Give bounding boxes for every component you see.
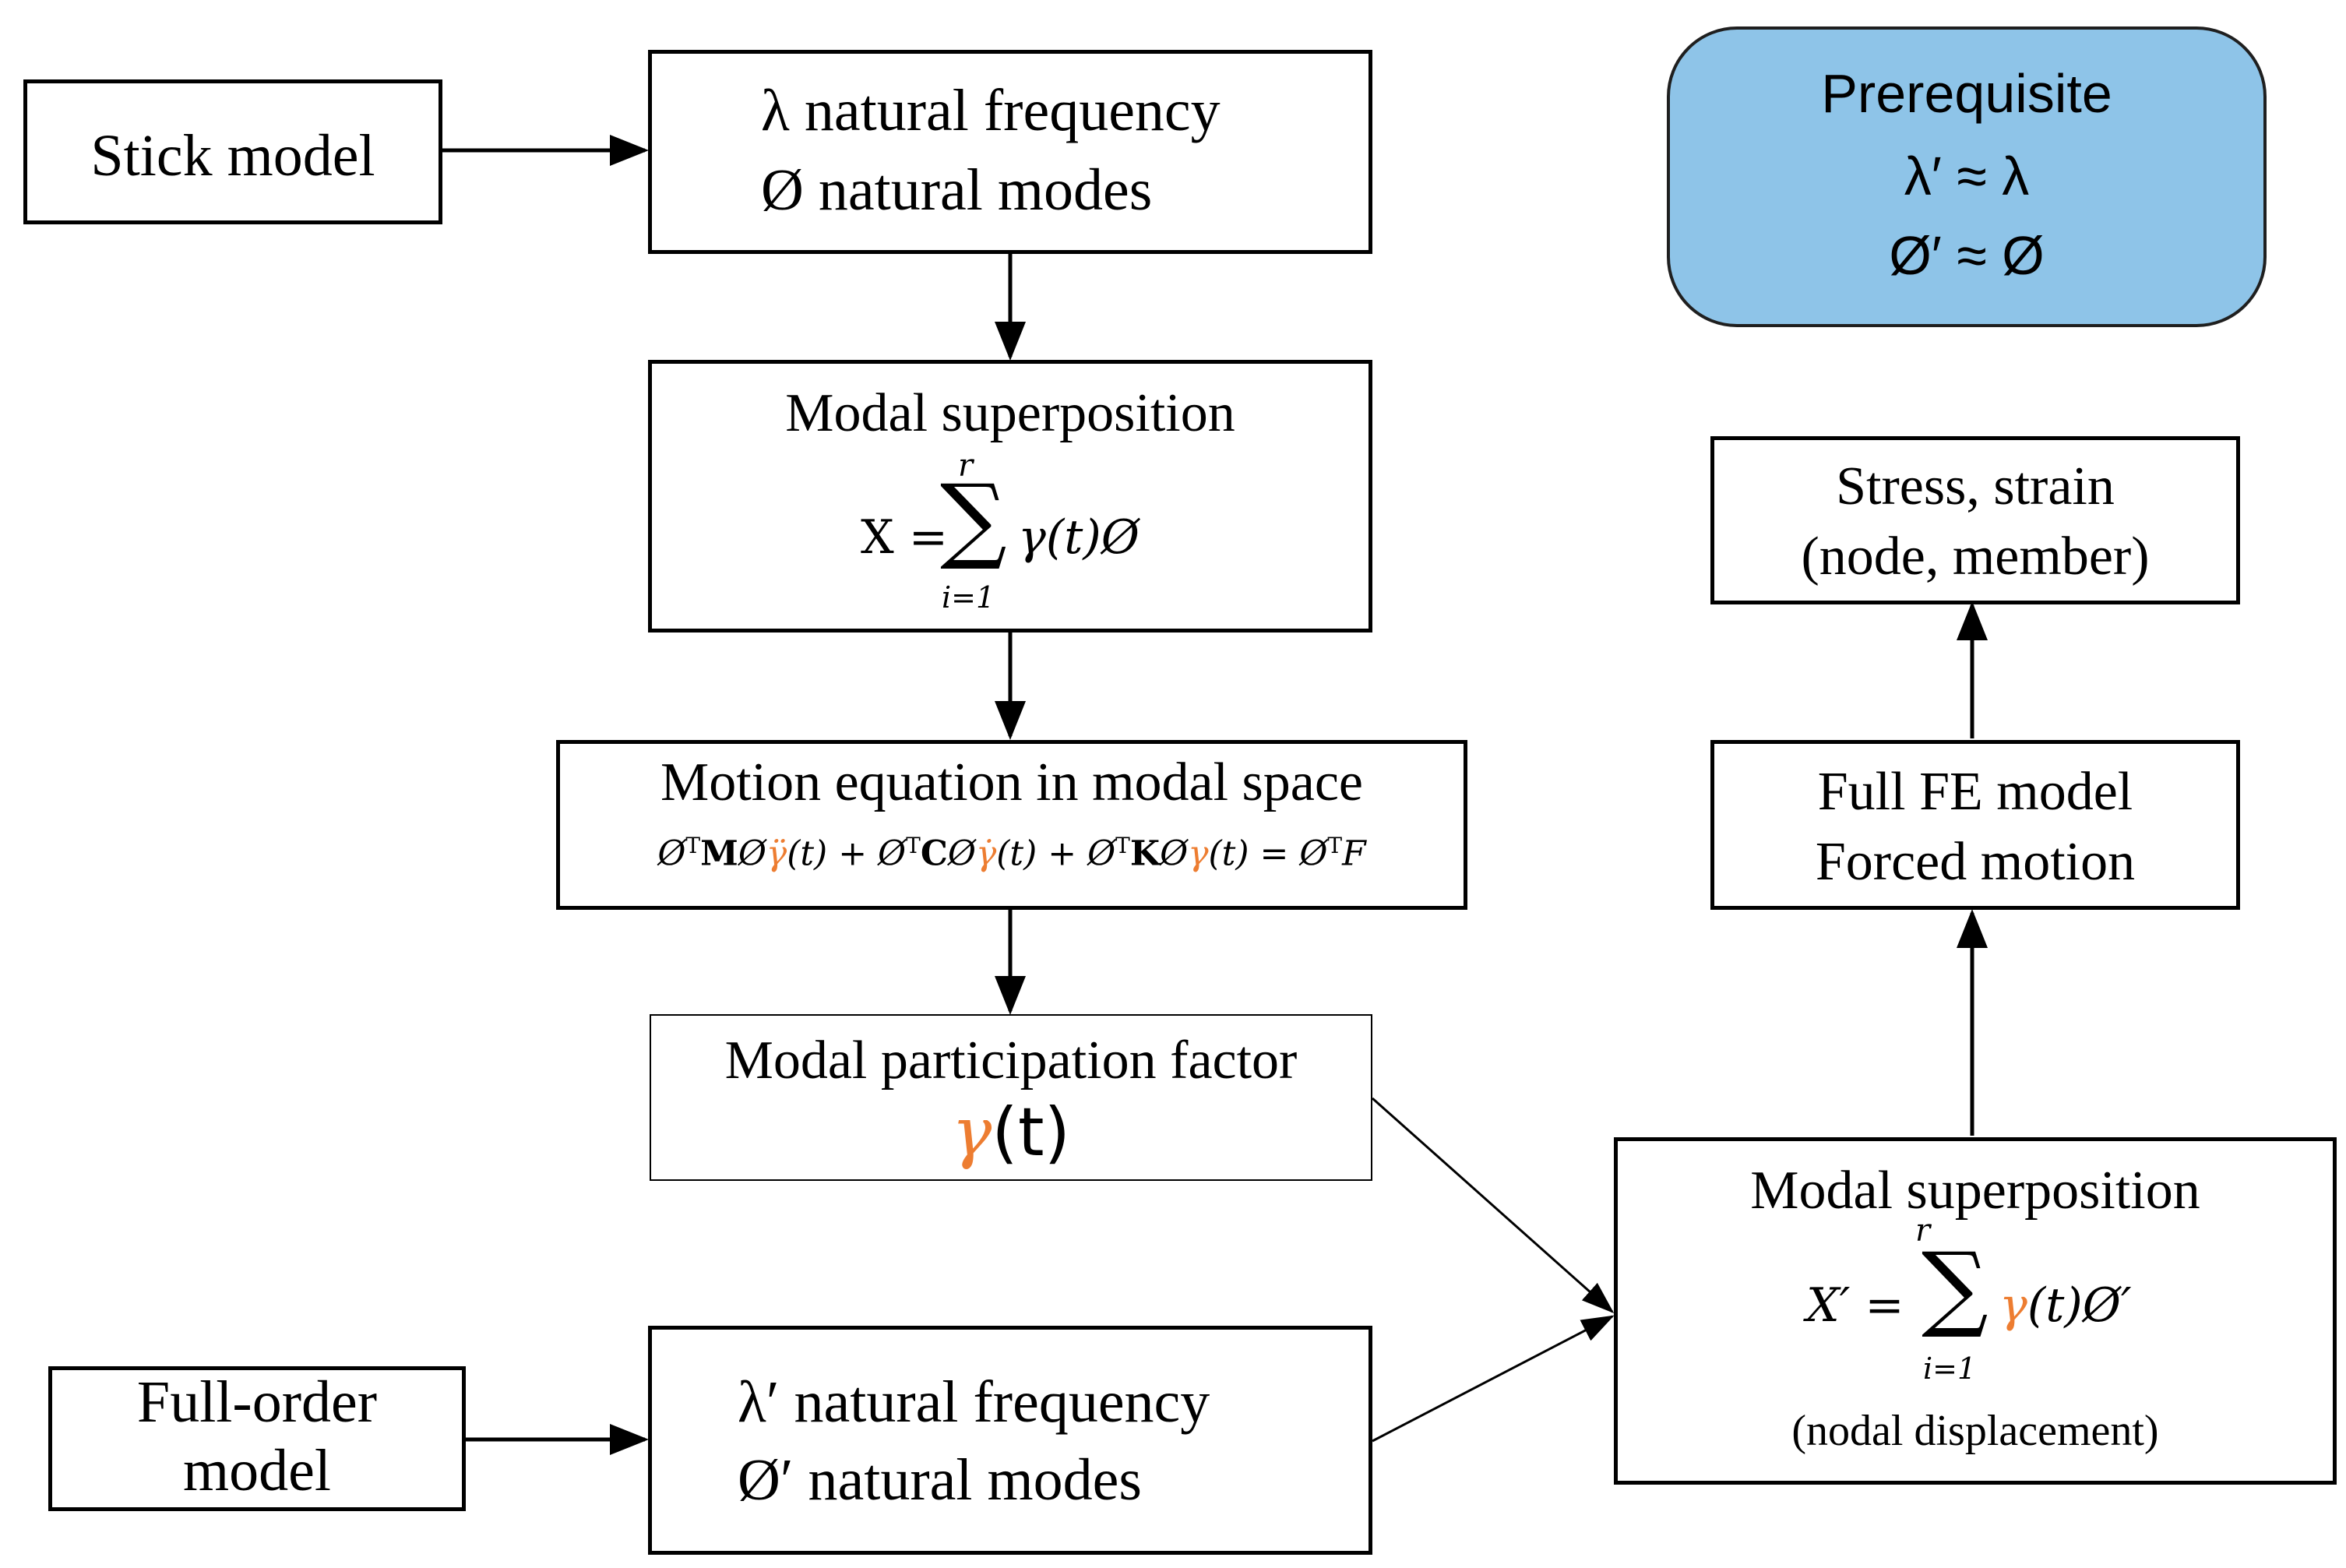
stick-model-label: Stick model <box>90 123 375 189</box>
natural-modes-label: Ø natural modes <box>761 157 1153 223</box>
modal-superposition-box: Modal superposition X = r ∑ i=1 γ(t)Ø <box>648 360 1372 632</box>
modal-superposition-title: Modal superposition <box>785 383 1235 443</box>
full-order-label-1: Full-order <box>136 1369 378 1435</box>
gamma-phi-prime-term: γ(t)Ø′ <box>1999 1278 2132 1333</box>
stress-strain-box: Stress, strain (node, member) <box>1710 436 2240 604</box>
natural-frequency-modes-prime-box: λ′ natural frequency Ø′ natural modes <box>648 1326 1372 1555</box>
motion-equation-title: Motion equation in modal space <box>660 752 1364 812</box>
eq-gamma: γ <box>1188 833 1209 874</box>
sum-upper-limit-prime: r <box>1915 1213 1931 1249</box>
full-fe-model-label: Full FE model <box>1817 762 2133 822</box>
x-lhs: X = <box>861 510 949 565</box>
x-prime-lhs: X′ = <box>1806 1278 1904 1333</box>
modal-superposition-prime-title: Modal superposition <box>1750 1161 2200 1221</box>
modal-participation-factor-title: Modal participation factor <box>724 1031 1298 1091</box>
node-member-label: (node, member) <box>1801 527 2150 587</box>
eq-gamma-dot: γ̇ <box>975 833 997 874</box>
modal-participation-factor-box: Modal participation factor γ(t) <box>650 1014 1372 1181</box>
eq-damping: C <box>920 833 948 874</box>
motion-equation-box: Motion equation in modal space ØTMØγ̈(t)… <box>556 740 1467 910</box>
motion-equation-formula: ØTMØγ̈(t) + ØTCØγ̇(t) + ØTKØγ(t) = ØTF <box>560 833 1464 874</box>
sum-lower-limit: i=1 <box>942 580 995 615</box>
prerequisite-phi: Ø′ ≈ Ø <box>1889 225 2045 286</box>
eq-stiffness: K <box>1129 833 1161 874</box>
eq-mass: M <box>700 833 738 874</box>
gamma-argument: (t) <box>992 1094 1071 1172</box>
summation-symbol: ∑ <box>940 465 1007 573</box>
stick-model-box: Stick model <box>23 79 442 224</box>
forced-motion-label: Forced motion <box>1815 832 2136 892</box>
nodal-displacement-label: (nodal displacement) <box>1791 1407 2159 1455</box>
eq-part-5: (t) + Ø <box>996 833 1116 874</box>
summation-symbol-prime: ∑ <box>1922 1233 1988 1341</box>
prerequisite-title: Prerequisite <box>1821 63 2112 124</box>
gamma-phi-term: γ(t)Ø <box>1018 510 1140 565</box>
arrow-mpf-to-modal-sup-2 <box>1372 1097 1615 1313</box>
full-order-model-box: Full-order model <box>48 1366 466 1511</box>
phi-prime-rest: (t)Ø′ <box>2027 1278 2132 1333</box>
stress-strain-label: Stress, strain <box>1836 456 2115 516</box>
eq-phi-4: Ø <box>947 833 976 874</box>
eq-transpose-1: T <box>685 833 701 858</box>
gamma-t-label: γ(t) <box>651 1094 1371 1172</box>
eq-part-7: (t) = Ø <box>1208 833 1328 874</box>
eq-phi-2: Ø <box>738 833 766 874</box>
full-fe-model-box: Full FE model Forced motion <box>1710 740 2240 910</box>
sum-upper-limit: r <box>958 448 974 484</box>
modal-superposition-prime-box: Modal superposition X′ = r ∑ i=1 γ(t)Ø′ … <box>1614 1137 2337 1485</box>
gamma-prime-symbol: γ <box>1999 1278 2027 1333</box>
eq-transpose-2: T <box>906 833 921 858</box>
eq-phi-1: Ø <box>657 833 686 874</box>
prerequisite-lambda: λ′ ≈ λ <box>1904 146 2030 206</box>
eq-phi-6: Ø <box>1160 833 1189 874</box>
sum-lower-limit-prime: i=1 <box>1923 1351 1977 1386</box>
prerequisite-box: Prerequisite λ′ ≈ λ Ø′ ≈ Ø <box>1667 26 2267 327</box>
eq-part-3: (t) + Ø <box>787 833 907 874</box>
gamma-symbol: γ <box>951 1094 992 1172</box>
natural-frequency-prime-label: λ′ natural frequency <box>738 1369 1210 1435</box>
eq-transpose-4: T <box>1327 833 1343 858</box>
eq-gamma-ddot: γ̈ <box>766 833 787 874</box>
natural-modes-prime-label: Ø′ natural modes <box>738 1447 1142 1513</box>
eq-force: F <box>1342 833 1366 874</box>
eq-transpose-3: T <box>1115 833 1130 858</box>
natural-frequency-label: λ natural frequency <box>761 78 1221 143</box>
natural-frequency-modes-box: λ natural frequency Ø natural modes <box>648 50 1372 254</box>
full-order-label-2: model <box>183 1438 331 1503</box>
arrow-natural-prime-to-modal-sup-2 <box>1372 1315 1615 1443</box>
